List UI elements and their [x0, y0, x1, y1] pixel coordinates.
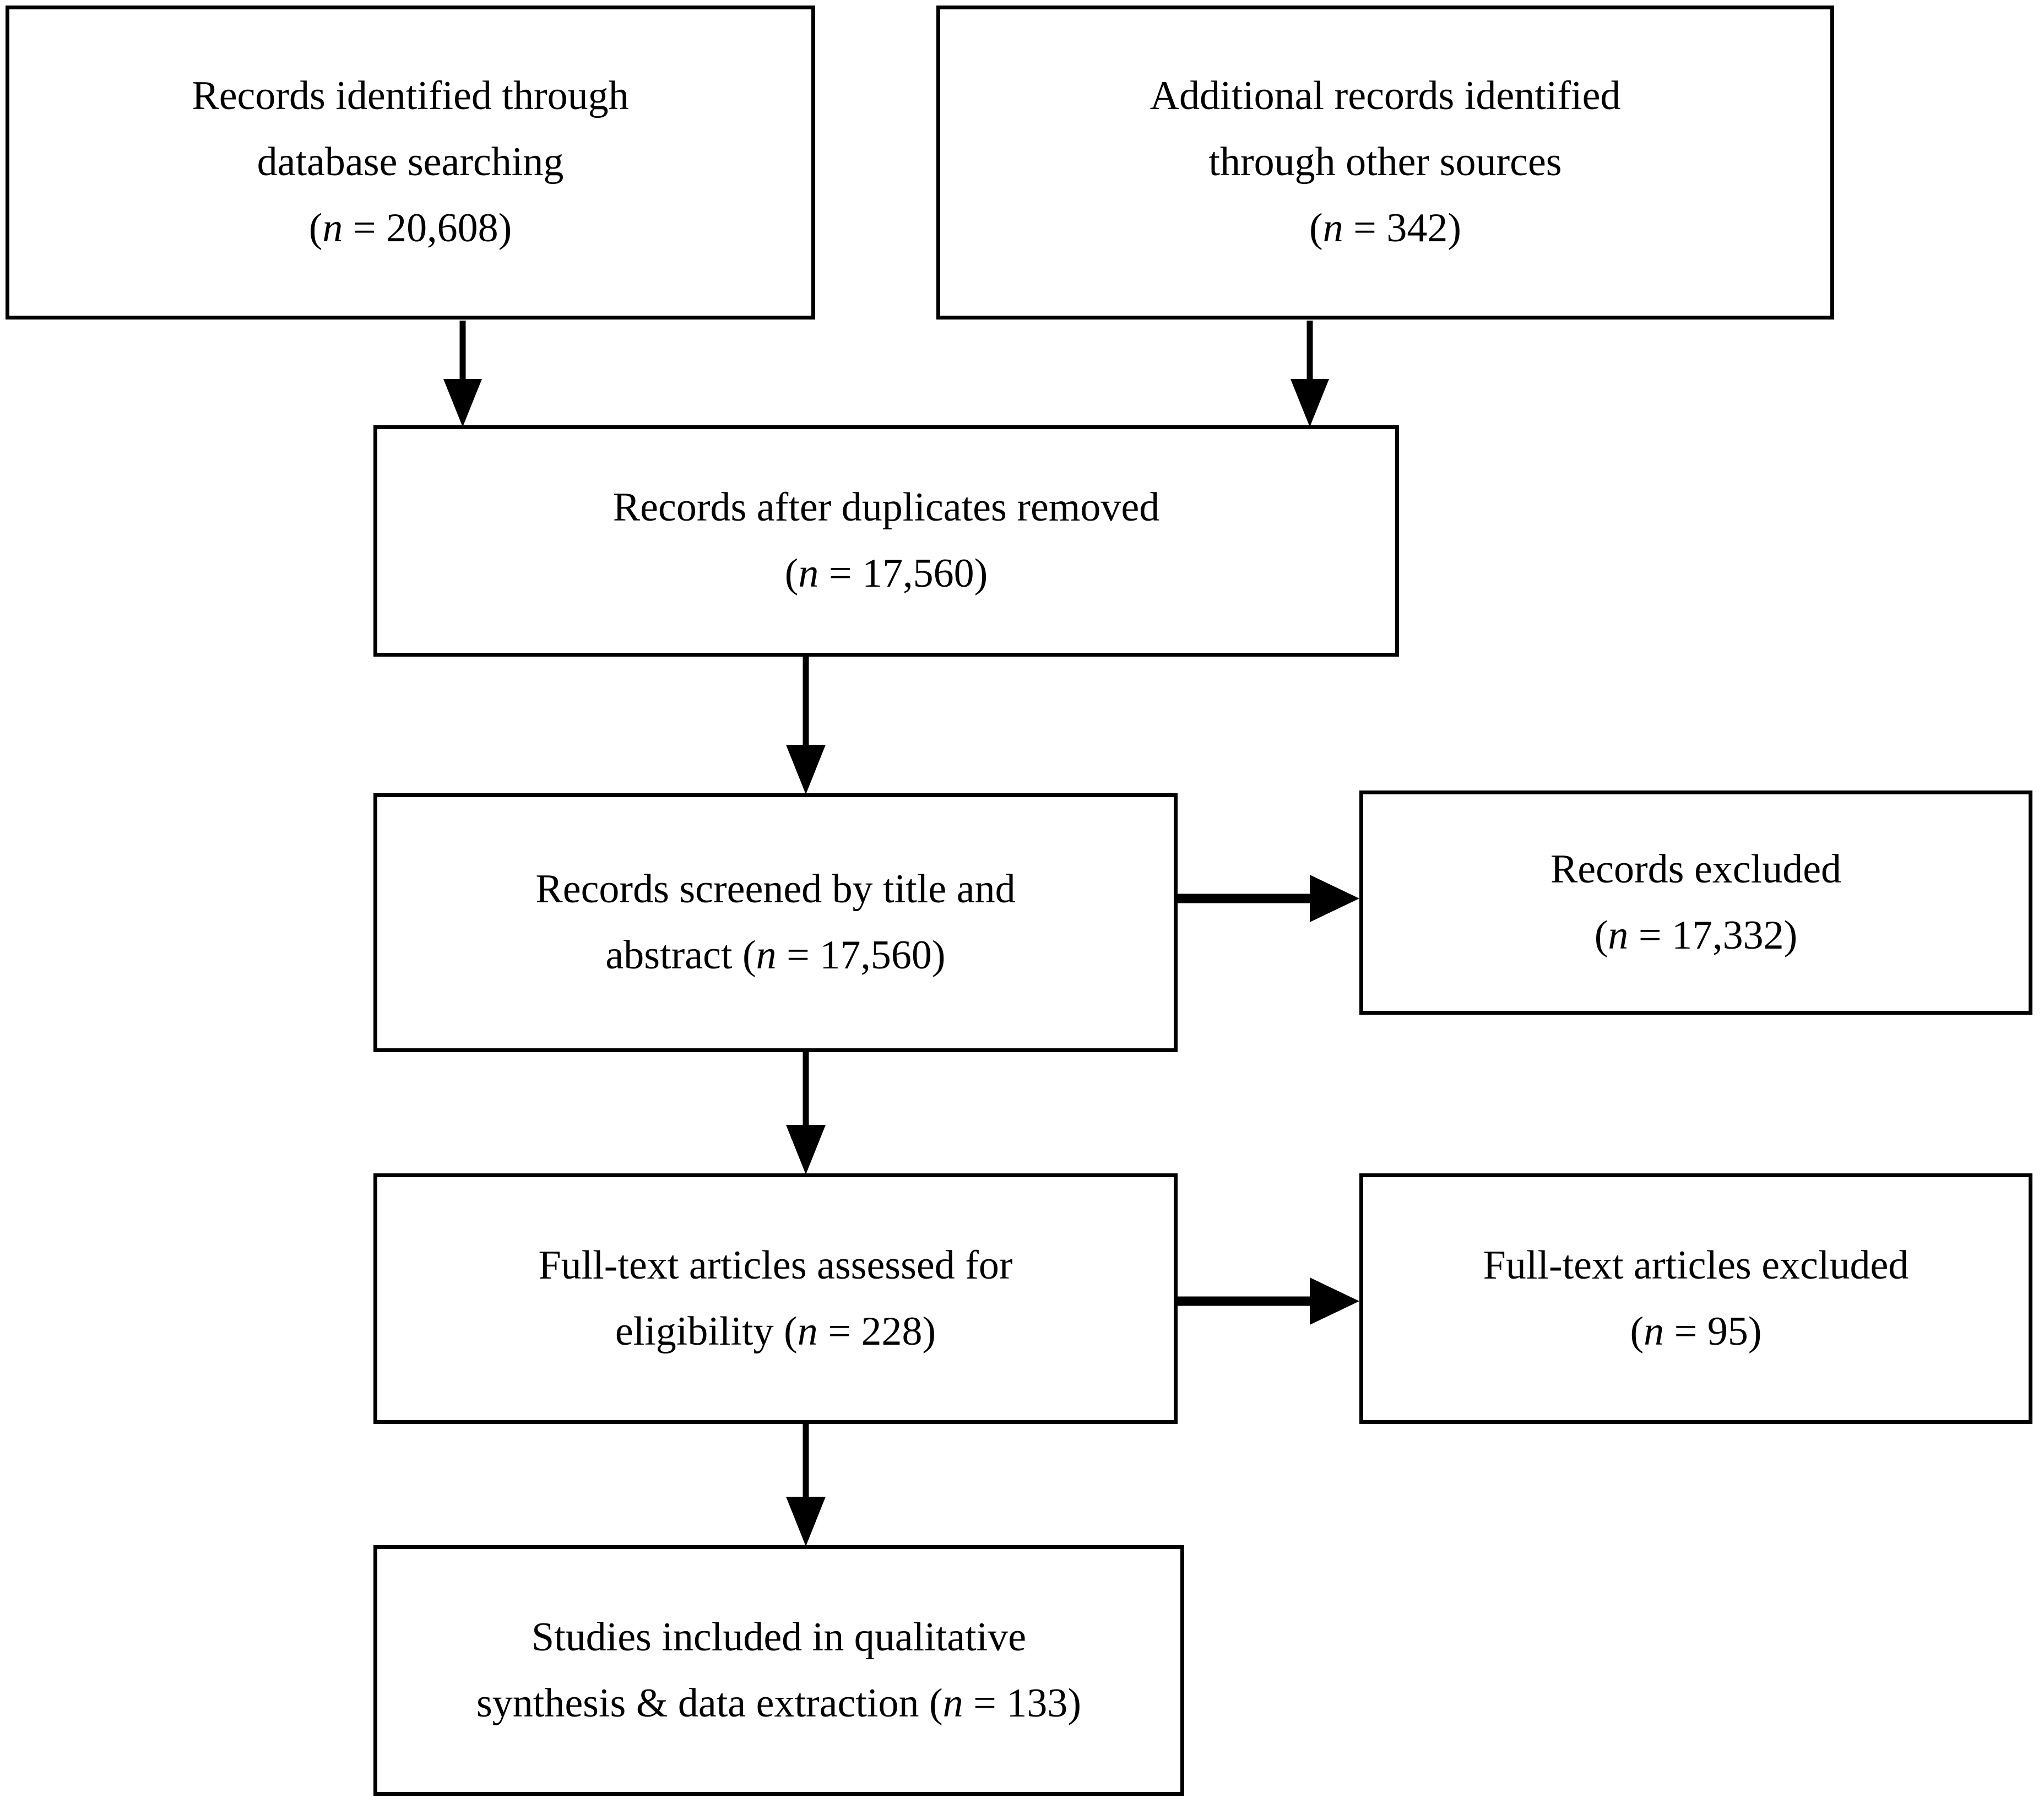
n-symbol: n [1608, 912, 1629, 958]
count-value: = 17,332) [1628, 912, 1798, 958]
box-records-screened: Records screened by title and abstract (… [373, 793, 1178, 1052]
n-symbol: n [1644, 1308, 1665, 1354]
fulltext-count: eligibility (n = 228) [615, 1299, 936, 1365]
count-value: = 342) [1343, 205, 1462, 251]
paren-open: abstract ( [605, 933, 756, 978]
paren-open: ( [1594, 912, 1608, 958]
arrow-additional-to-duplicates [1291, 321, 1329, 427]
records-identified-line-1: Records identified through [192, 73, 629, 119]
paren-open: ( [1309, 205, 1323, 251]
box-fulltext-assessed: Full-text articles assessed for eligibil… [373, 1173, 1178, 1424]
included-line-1: Studies included in qualitative [531, 1614, 1027, 1660]
n-symbol: n [797, 1308, 818, 1354]
count-value: = 133) [963, 1680, 1082, 1726]
arrow-fulltext-to-included [786, 1424, 826, 1546]
box-studies-included: Studies included in qualitative synthesi… [373, 1545, 1184, 1796]
records-identified-count: (n = 20,608) [309, 196, 512, 262]
duplicates-count: (n = 17,560) [785, 541, 988, 607]
fulltext-excluded-count: (n = 95) [1630, 1299, 1761, 1365]
count-value: = 228) [817, 1308, 936, 1354]
fulltext-excluded-line-1: Full-text articles excluded [1483, 1242, 1909, 1288]
duplicates-line-1: Records after duplicates removed [612, 485, 1160, 530]
additional-records-count: (n = 342) [1309, 196, 1461, 262]
arrow-screened-to-fulltext [786, 1052, 826, 1174]
records-excluded-count: (n = 17,332) [1595, 903, 1798, 969]
screened-line-1: Records screened by title and [535, 867, 1016, 912]
box-records-excluded: Records excluded (n = 17,332) [1359, 790, 2032, 1015]
eligibility-prefix: eligibility ( [615, 1308, 798, 1354]
synthesis-prefix: synthesis & data extraction ( [476, 1680, 943, 1726]
box-records-after-duplicates-removed: Records after duplicates removed (n = 17… [373, 425, 1399, 657]
n-symbol: n [756, 933, 777, 978]
n-symbol: n [1322, 205, 1343, 251]
paren-open: ( [1630, 1308, 1644, 1354]
n-symbol: n [942, 1680, 963, 1726]
arrow-duplicates-to-screened [786, 657, 826, 794]
arrow-fulltext-to-fulltext-excluded [1178, 1277, 1359, 1325]
records-identified-line-2: database searching [257, 139, 564, 185]
count-value: = 95) [1664, 1308, 1762, 1354]
additional-records-line-1: Additional records identified [1150, 73, 1621, 119]
arrow-screened-to-records-excluded [1178, 875, 1359, 922]
paren-open: ( [308, 205, 323, 251]
paren-open: ( [784, 551, 799, 596]
box-records-identified: Records identified through database sear… [6, 6, 815, 320]
box-fulltext-excluded: Full-text articles excluded (n = 95) [1359, 1173, 2032, 1424]
fulltext-line-1: Full-text articles assessed for [538, 1242, 1013, 1288]
arrow-identified-to-duplicates [443, 321, 482, 427]
n-symbol: n [798, 551, 819, 596]
count-value: = 17,560) [776, 933, 946, 978]
count-value: = 20,608) [343, 205, 512, 251]
additional-records-line-2: through other sources [1208, 139, 1562, 185]
n-symbol: n [322, 205, 343, 251]
box-additional-records: Additional records identified through ot… [936, 6, 1834, 320]
count-value: = 17,560) [818, 551, 988, 596]
records-excluded-line-1: Records excluded [1550, 846, 1842, 892]
included-count: synthesis & data extraction (n = 133) [476, 1671, 1081, 1737]
screened-count: abstract (n = 17,560) [605, 923, 945, 989]
